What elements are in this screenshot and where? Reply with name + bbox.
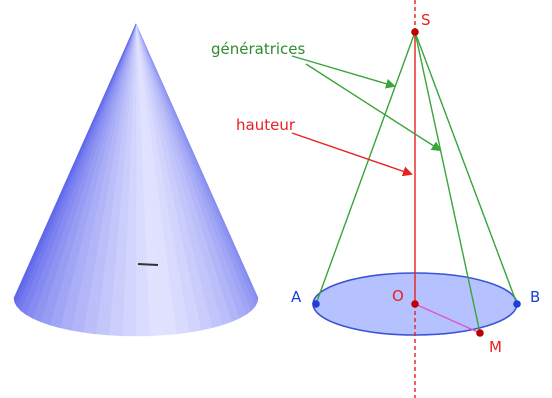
point-S bbox=[411, 28, 419, 36]
point-M bbox=[476, 329, 484, 337]
label-B: B bbox=[530, 288, 540, 306]
label-hauteur: hauteur bbox=[236, 116, 296, 134]
generatrix-SM bbox=[414, 31, 481, 334]
label-M: M bbox=[489, 338, 502, 356]
arrow-to-generatrix-SA bbox=[291, 55, 396, 89]
label-A: A bbox=[291, 288, 302, 306]
label-O: O bbox=[392, 287, 404, 305]
cone-facet bbox=[13, 23, 137, 304]
shaded-cone bbox=[13, 23, 259, 337]
point-B bbox=[513, 300, 521, 308]
point-O bbox=[411, 300, 419, 308]
label-generatrices: génératrices bbox=[211, 40, 306, 58]
label-S: S bbox=[421, 11, 431, 29]
generatrix-SB bbox=[414, 31, 518, 305]
cone-small-mark bbox=[137, 263, 159, 266]
generatrix-SA bbox=[315, 31, 416, 305]
arrow-to-generatrix-SM bbox=[305, 63, 442, 152]
arrow-to-height bbox=[291, 132, 413, 177]
point-A bbox=[312, 300, 320, 308]
radius-OM bbox=[414, 303, 481, 334]
